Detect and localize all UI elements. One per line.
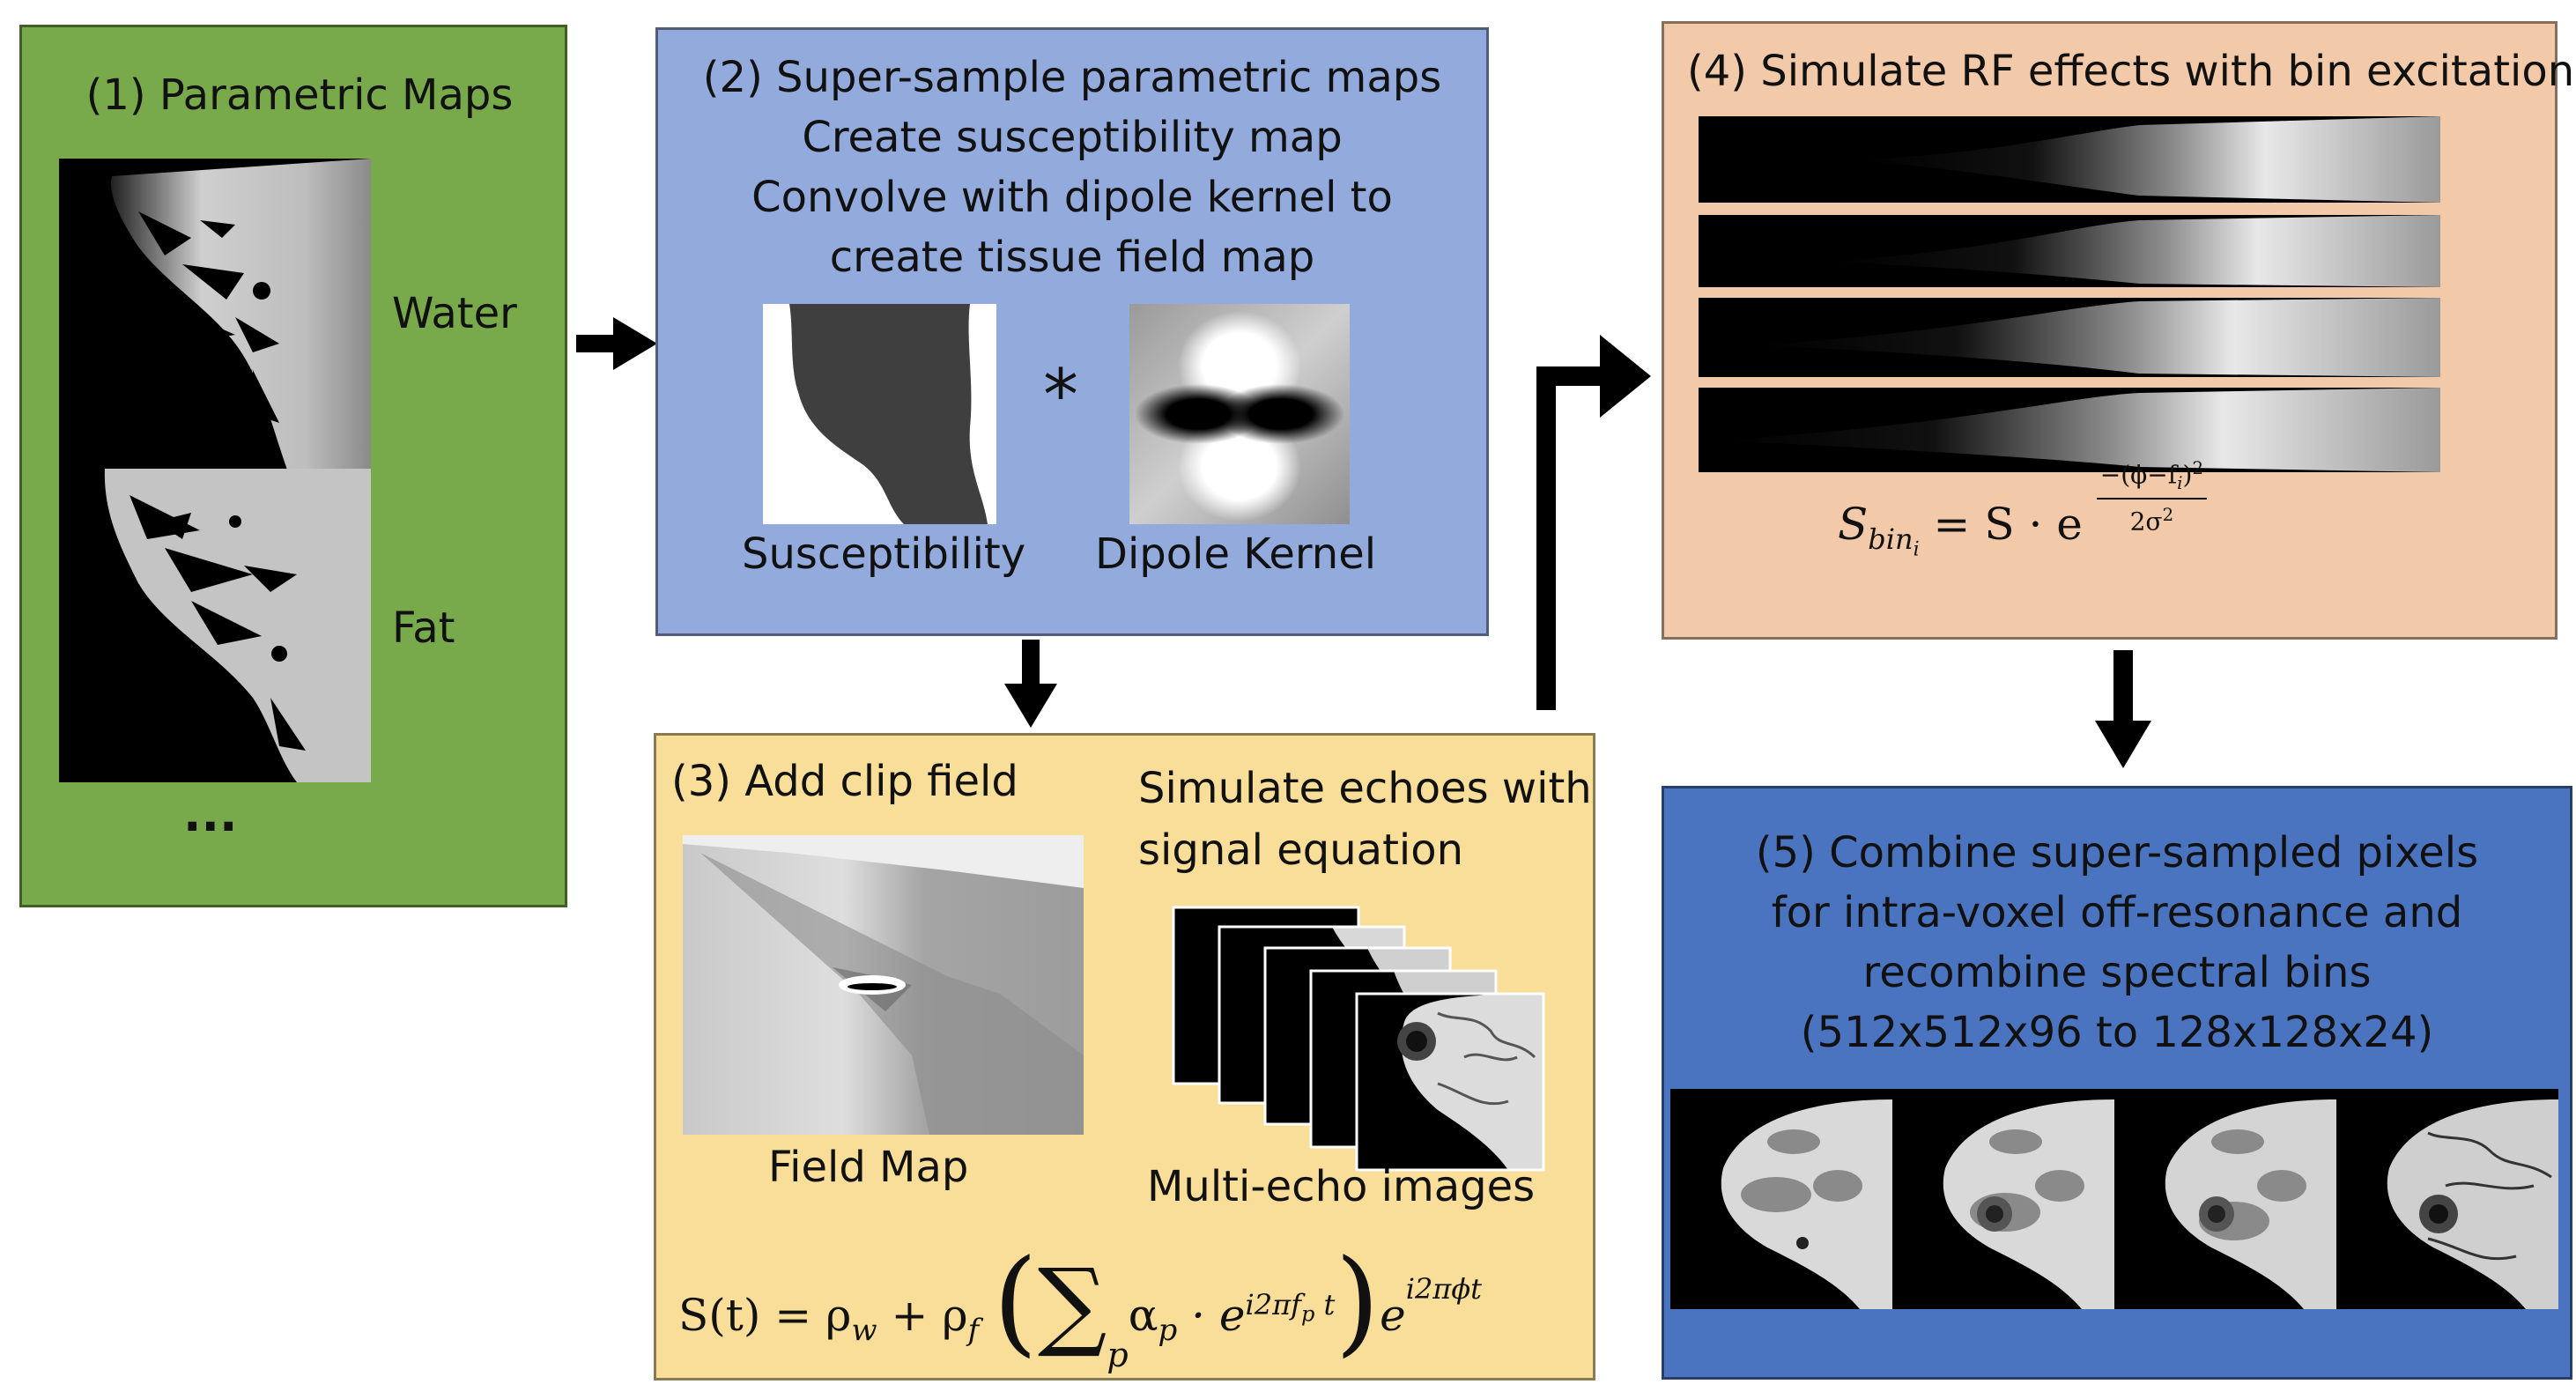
eq3-paren-open: ( — [993, 1234, 1038, 1368]
eq4-rhs: = S · e — [1919, 499, 2083, 550]
arrow-2-to-3 — [1004, 640, 1057, 728]
label-water: Water — [392, 289, 517, 338]
fat-map-image — [59, 469, 371, 782]
bin-equation: Sbini = S · e −(ϕ−fi)2 2σ2 — [1838, 457, 2208, 581]
eq4-bin: bin — [1868, 522, 1913, 556]
eq4-den: 2σ — [2129, 507, 2163, 537]
panel2-line3: Convolve with dipole kernel to — [751, 173, 1393, 222]
label-dipole-kernel: Dipole Kernel — [1095, 529, 1377, 579]
label-field-map: Field Map — [768, 1143, 969, 1192]
arrow-3-to-4 — [1536, 335, 1651, 710]
rf-bin-strips — [1699, 116, 2440, 472]
panel2-line4: create tissue field map — [829, 233, 1315, 282]
panel2-line2: Create susceptibility map — [802, 113, 1343, 162]
dipole-kernel-image — [1129, 304, 1350, 524]
eq3-dot-e: · e — [1177, 1290, 1246, 1341]
panel5-line2: for intra-voxel off-resonance and — [1771, 888, 2463, 937]
eq3-alpha-sub: p — [1158, 1313, 1178, 1348]
panel3-echo-line1: Simulate echoes with — [1138, 764, 1592, 813]
signal-equation: S(t) = ρw + ρf (∑pαp · ei2πfp t)ei2πϕt — [678, 1225, 1482, 1374]
eq3-f: f — [967, 1313, 980, 1348]
ellipsis: ... — [183, 787, 238, 842]
eq3-exp1: i2πf — [1245, 1288, 1301, 1322]
eq4-num-close: ) — [2182, 460, 2193, 490]
eq3-exp2: i2πϕt — [1405, 1272, 1482, 1306]
susceptibility-image — [763, 304, 996, 524]
eq4-num-sq: 2 — [2192, 457, 2204, 478]
water-map-image — [59, 159, 372, 472]
eq3-exp1-t: t — [1314, 1288, 1336, 1322]
eq4-S: S — [1838, 499, 1869, 550]
eq3-lhs: S(t) = ρ — [678, 1290, 852, 1341]
eq3-e2: e — [1380, 1290, 1406, 1341]
panel5-line4: (512x512x96 to 128x128x24) — [1800, 1008, 2434, 1057]
panel2-line1: (2) Super-sample parametric maps — [702, 53, 1442, 102]
eq3-alpha: α — [1128, 1290, 1158, 1341]
panel4-title: (4) Simulate RF effects with bin excitat… — [1687, 47, 2575, 96]
panel5-line3: recombine spectral bins — [1862, 948, 2372, 997]
convolution-operator: * — [1043, 354, 1078, 436]
eq3-sum: ∑ — [1037, 1247, 1107, 1360]
eq3-paren-close: ) — [1335, 1234, 1381, 1368]
panel3-title: (3) Add clip field — [671, 757, 1018, 806]
eq4-num: −(ϕ−f — [2099, 460, 2178, 490]
eq3-w: w — [851, 1313, 877, 1348]
eq3-exp1-sub: p — [1300, 1301, 1315, 1327]
arrow-4-to-5 — [2095, 650, 2151, 768]
eq3-sum-index: p — [1107, 1336, 1129, 1374]
label-multi-echo: Multi-echo images — [1147, 1162, 1536, 1211]
panel5-line1: (5) Combine super-sampled pixels — [1755, 828, 2479, 877]
arrow-1-to-2 — [576, 317, 657, 370]
eq4-den-sq: 2 — [2162, 503, 2174, 525]
panel3-echo-line2: signal equation — [1138, 825, 1464, 875]
multi-echo-images — [1172, 906, 1545, 1172]
field-map-image — [683, 835, 1084, 1135]
panel1-title: (1) Parametric Maps — [85, 70, 514, 120]
eq4-num-i: i — [2177, 471, 2183, 493]
eq4-i: i — [1913, 538, 1920, 561]
label-fat: Fat — [392, 603, 455, 653]
eq3-plus: + ρ — [877, 1290, 968, 1341]
label-susceptibility: Susceptibility — [742, 529, 1026, 579]
combined-output-images — [1670, 1089, 2558, 1309]
